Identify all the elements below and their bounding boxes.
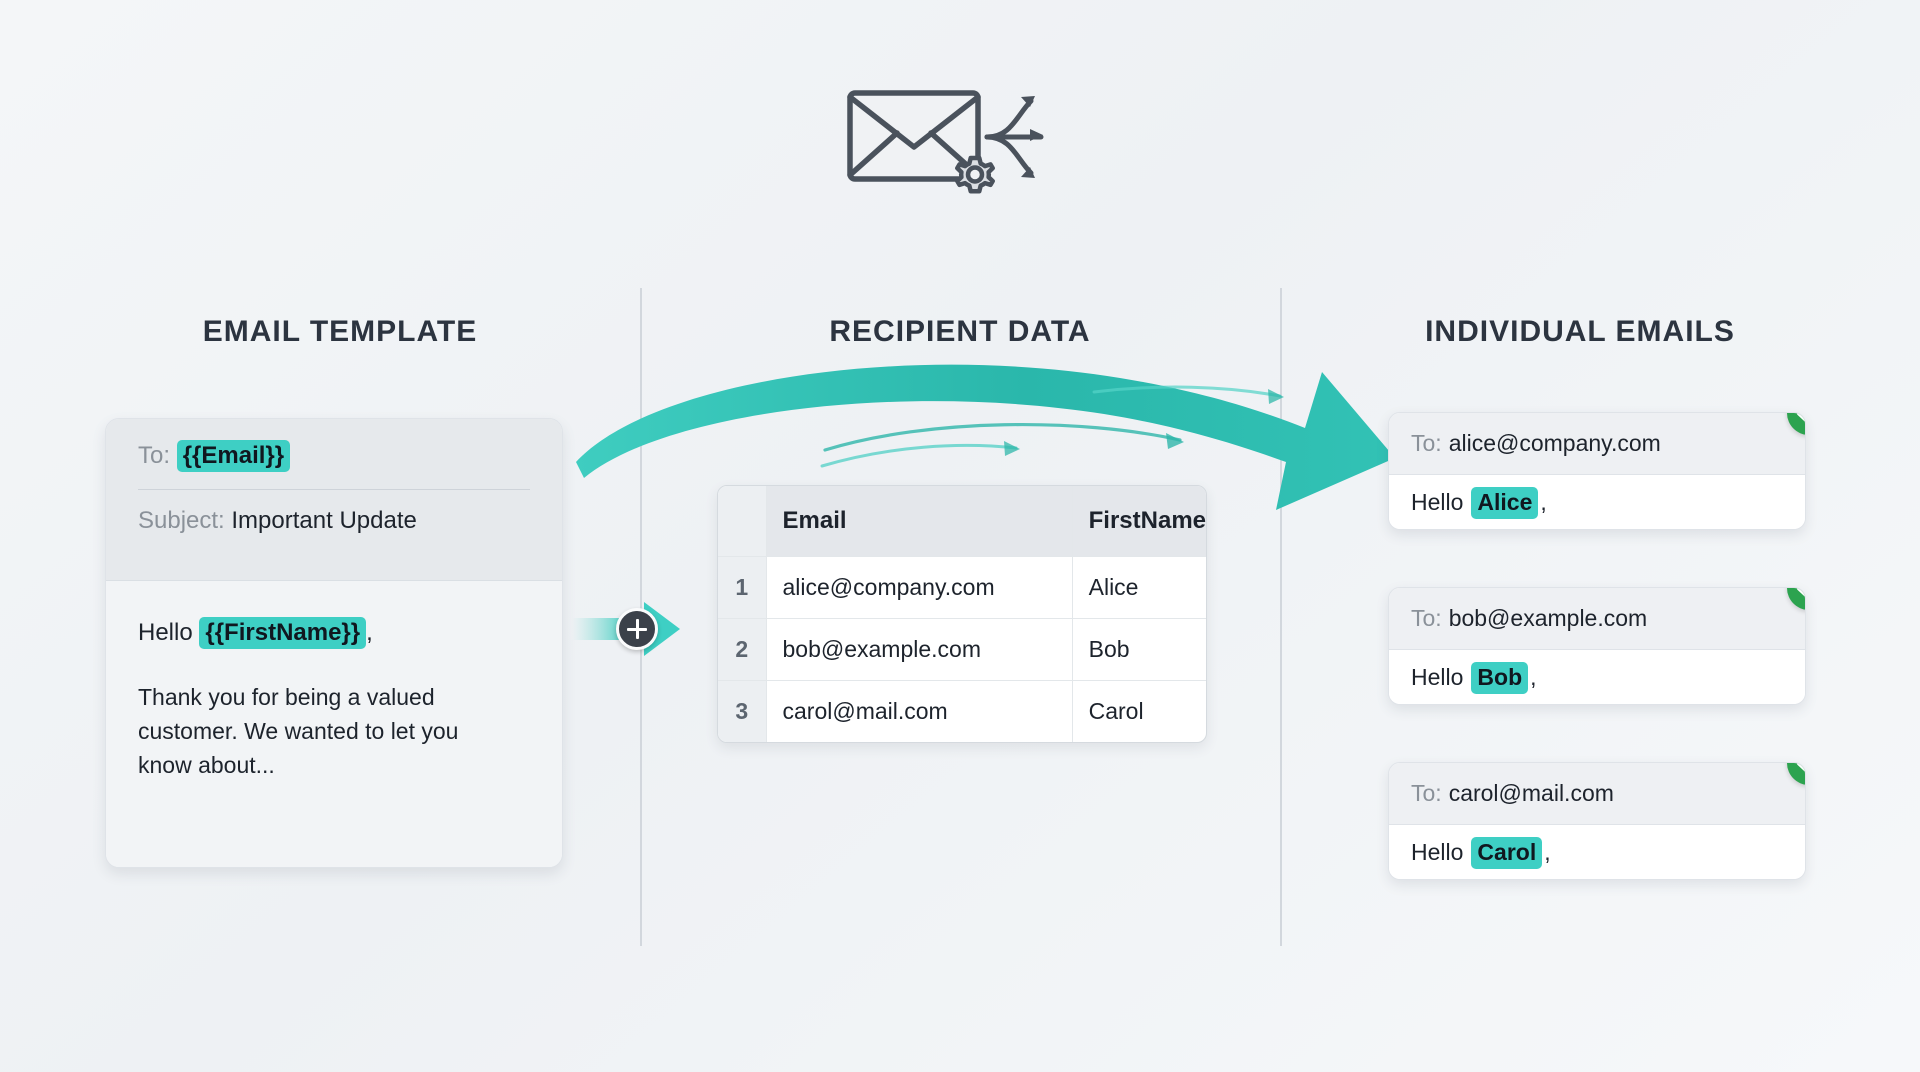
heading-recipient-data: RECIPIENT DATA bbox=[829, 315, 1091, 348]
email-template-header: To: {{Email}} Subject: Important Update bbox=[106, 419, 562, 580]
email-greeting-suffix: , bbox=[1540, 489, 1547, 515]
template-body-text: Thank you for being a valued customer. W… bbox=[138, 684, 459, 778]
email-to-label: To: bbox=[1411, 780, 1442, 806]
template-subject-line: Subject: Important Update bbox=[138, 506, 530, 536]
email-to-label: To: bbox=[1411, 430, 1442, 456]
template-greeting-line: Hello {{FirstName}}, bbox=[138, 617, 530, 649]
row-number: 2 bbox=[718, 618, 767, 681]
template-to-token: {{Email}} bbox=[176, 440, 291, 472]
template-subject-value: Important Update bbox=[231, 507, 417, 534]
plus-icon[interactable] bbox=[616, 608, 658, 650]
email-to-line: To: bob@example.com bbox=[1389, 588, 1805, 650]
template-greeting-suffix: , bbox=[366, 619, 373, 646]
cell-firstname: Carol bbox=[1088, 697, 1144, 724]
template-to-line: To: {{Email}} bbox=[138, 440, 530, 472]
individual-email-card: To: carol@mail.com Hello Carol, bbox=[1388, 762, 1806, 880]
template-firstname-token: {{FirstName}} bbox=[199, 617, 367, 649]
template-subject-label: Subject: bbox=[138, 507, 225, 534]
email-to-value: carol@mail.com bbox=[1448, 780, 1614, 806]
table-header-email: Email bbox=[766, 486, 1073, 557]
email-greeting-prefix: Hello bbox=[1411, 839, 1464, 865]
email-greeting-line: Hello Bob, bbox=[1389, 650, 1805, 704]
template-divider bbox=[138, 489, 530, 490]
email-to-line: To: alice@company.com bbox=[1389, 413, 1805, 475]
email-to-value: bob@example.com bbox=[1448, 605, 1648, 631]
heading-email-template: EMAIL TEMPLATE bbox=[202, 315, 478, 348]
email-to-label: To: bbox=[1411, 605, 1442, 631]
table-header-rownum bbox=[718, 486, 767, 557]
template-to-label: To: bbox=[138, 442, 171, 469]
merge-flow-arrow bbox=[560, 350, 1400, 530]
email-template-card: To: {{Email}} Subject: Important Update … bbox=[105, 418, 563, 868]
table-header-row: Email FirstName bbox=[718, 486, 1206, 557]
envelope-gear-distribute-icon bbox=[845, 75, 1075, 200]
email-greeting-line: Hello Carol, bbox=[1389, 825, 1805, 879]
table-row[interactable]: 3 carol@mail.com Carol bbox=[718, 680, 1206, 742]
email-template-body: Hello {{FirstName}}, Thank you for being… bbox=[106, 580, 562, 867]
email-merged-name: Bob bbox=[1471, 661, 1529, 694]
individual-email-card: To: alice@company.com Hello Alice, bbox=[1388, 412, 1806, 530]
check-circle-icon bbox=[1787, 588, 1805, 610]
column-divider-right bbox=[1280, 288, 1282, 946]
check-circle-icon bbox=[1787, 413, 1805, 435]
table-row[interactable]: 1 alice@company.com Alice bbox=[718, 556, 1206, 619]
cell-email: carol@mail.com bbox=[766, 680, 1073, 742]
cell-email: alice@company.com bbox=[766, 556, 1073, 619]
template-greeting-prefix: Hello bbox=[138, 619, 193, 646]
email-to-line: To: carol@mail.com bbox=[1389, 763, 1805, 825]
email-greeting-prefix: Hello bbox=[1411, 664, 1464, 690]
heading-individual-emails: INDIVIDUAL EMAILS bbox=[1425, 315, 1735, 348]
recipient-data-table: Email FirstName 1 alice@company.com Alic… bbox=[717, 485, 1207, 743]
table-header-firstname: FirstName bbox=[1072, 486, 1206, 557]
row-number: 1 bbox=[718, 556, 767, 619]
email-greeting-prefix: Hello bbox=[1411, 489, 1464, 515]
individual-email-card: To: bob@example.com Hello Bob, bbox=[1388, 587, 1806, 705]
email-greeting-line: Hello Alice, bbox=[1389, 475, 1805, 529]
email-greeting-suffix: , bbox=[1530, 664, 1537, 690]
cell-email: bob@example.com bbox=[766, 618, 1073, 681]
email-merged-name: Alice bbox=[1471, 486, 1539, 519]
table-row[interactable]: 2 bob@example.com Bob bbox=[718, 618, 1206, 681]
email-greeting-suffix: , bbox=[1544, 839, 1551, 865]
email-to-value: alice@company.com bbox=[1448, 430, 1661, 456]
cell-firstname: Bob bbox=[1072, 618, 1206, 681]
email-merged-name: Carol bbox=[1471, 836, 1543, 869]
cell-firstname: Alice bbox=[1072, 556, 1206, 619]
row-number: 3 bbox=[718, 680, 767, 742]
check-circle-icon bbox=[1787, 763, 1805, 785]
